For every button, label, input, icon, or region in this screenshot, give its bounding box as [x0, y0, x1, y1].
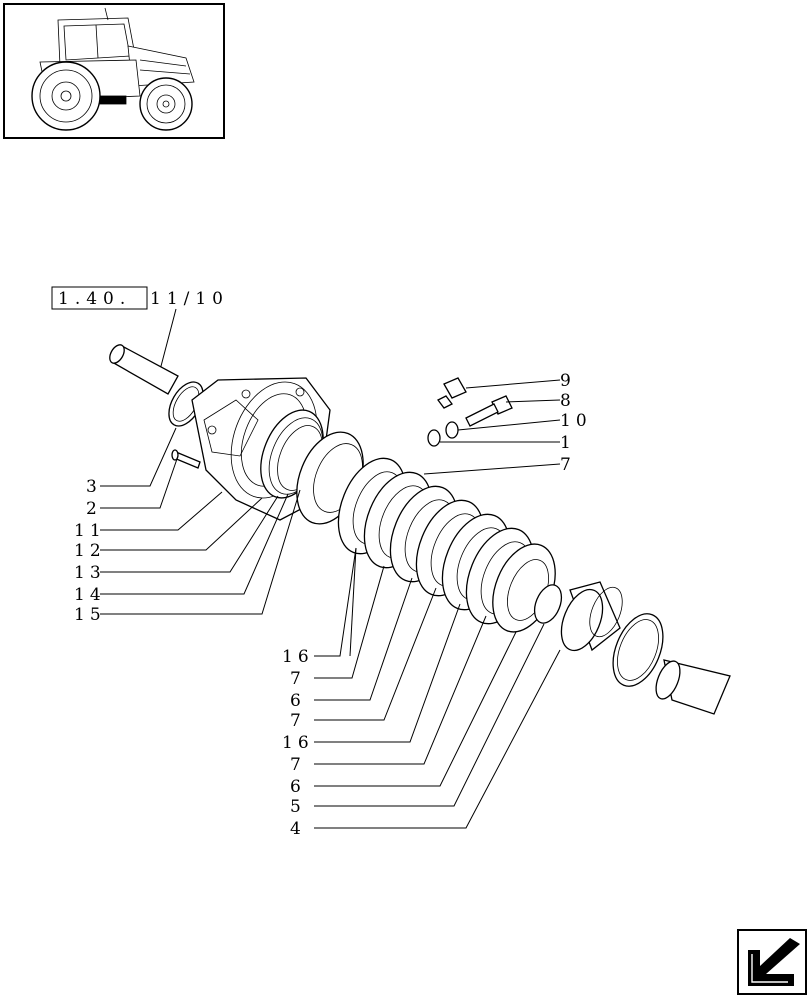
callout-16-lower[interactable]: 16	[282, 733, 314, 753]
callout-16-upper[interactable]: 16	[282, 647, 314, 667]
output-shaft	[655, 659, 731, 715]
thrust-ring	[612, 613, 664, 687]
reference-label[interactable]: 1.40. 11/10	[51, 286, 229, 371]
callout-7-d[interactable]: 7	[290, 755, 306, 775]
callout-6-lower[interactable]: 6	[290, 777, 306, 797]
input-shaft	[109, 344, 179, 395]
callout-7-c[interactable]: 7	[290, 711, 306, 731]
callout-15[interactable]: 15	[74, 605, 106, 625]
callout-7-right[interactable]: 7	[560, 455, 576, 475]
parts-drawing	[109, 344, 731, 715]
leader-lines	[100, 379, 561, 829]
reference-boxed-text: 1.40.	[58, 289, 131, 309]
callout-6-upper[interactable]: 6	[290, 691, 306, 711]
callout-8[interactable]: 8	[560, 391, 576, 411]
tractor-thumbnail[interactable]	[3, 3, 225, 139]
next-page-arrow-icon	[748, 938, 800, 986]
next-page-button[interactable]	[737, 929, 807, 995]
callout-4[interactable]: 4	[290, 819, 306, 839]
snap-ring-5	[533, 584, 563, 624]
callout-11[interactable]: 11	[74, 521, 106, 541]
clutch-plate-pack	[337, 457, 556, 633]
breather-9	[437, 377, 467, 409]
tractor-icon	[31, 7, 195, 131]
callout-1[interactable]: 1	[560, 433, 576, 453]
callout-14[interactable]: 14	[74, 585, 106, 605]
screw-8	[465, 395, 513, 427]
gear-4	[560, 581, 623, 652]
washer-10	[445, 421, 459, 439]
washer-1	[427, 429, 441, 447]
callout-12[interactable]: 12	[74, 541, 106, 561]
callout-7-b[interactable]: 7	[290, 669, 306, 689]
callout-2[interactable]: 2	[86, 499, 102, 519]
callout-13[interactable]: 13	[74, 563, 106, 583]
callout-3[interactable]: 3	[86, 477, 102, 497]
callout-10[interactable]: 10	[560, 411, 592, 431]
callouts: 9 8 10 1 7 3 2 11 12 13 14 15 16 7 6 7 1…	[74, 371, 592, 839]
callout-5[interactable]: 5	[290, 797, 306, 817]
callout-9[interactable]: 9	[560, 371, 576, 391]
reference-suffix-text: 11/10	[150, 289, 229, 309]
bolt-2	[171, 449, 201, 469]
